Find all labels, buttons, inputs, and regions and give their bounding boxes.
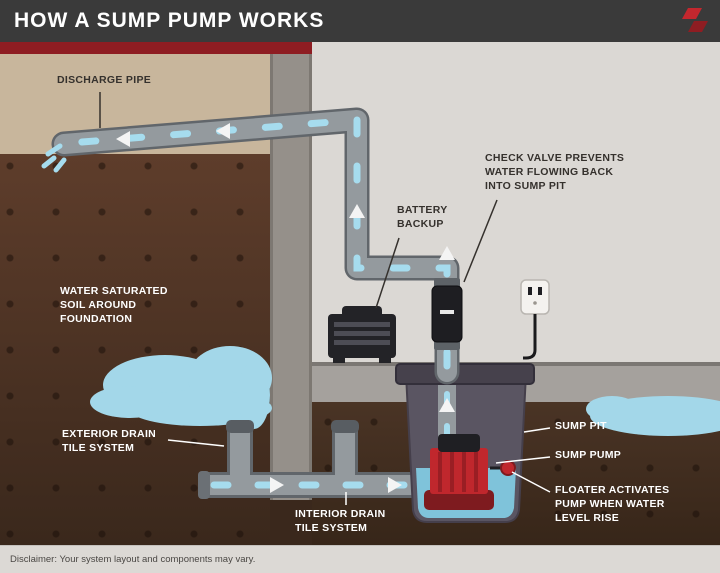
page-title: HOW A SUMP PUMP WORKS: [14, 9, 325, 32]
label-check-valve: CHECK VALVE PREVENTS WATER FLOWING BACK …: [485, 152, 625, 192]
label-floater: FLOATER ACTIVATES PUMP WHEN WATER LEVEL …: [555, 484, 670, 524]
red-accent-strip: [0, 42, 312, 54]
basement-floor-slab: [312, 362, 720, 402]
exterior-soil: [0, 154, 270, 545]
label-sump-pump: SUMP PUMP: [555, 449, 622, 461]
label-exterior-drain: EXTERIOR DRAIN TILE SYSTEM: [62, 428, 157, 454]
disclaimer-text: Disclaimer: Your system layout and compo…: [10, 554, 256, 565]
label-water-saturated-soil: WATER SATURATED SOIL AROUND FOUNDATION: [60, 285, 168, 325]
foundation-wall: [270, 54, 312, 500]
header-bar: HOW A SUMP PUMP WORKS: [0, 0, 720, 42]
label-interior-drain: INTERIOR DRAIN TILE SYSTEM: [295, 508, 386, 534]
soil-under-foundation: [270, 500, 312, 545]
interior-wall: [312, 42, 720, 362]
footer-bar: Disclaimer: Your system layout and compo…: [0, 545, 720, 573]
label-sump-pit: SUMP PIT: [555, 420, 607, 432]
label-battery-backup: BATTERY BACKUP: [397, 204, 448, 230]
label-discharge-pipe: DISCHARGE PIPE: [57, 74, 152, 86]
brand-logo-icon: [682, 8, 708, 32]
exterior-ground-surface: [0, 54, 270, 154]
